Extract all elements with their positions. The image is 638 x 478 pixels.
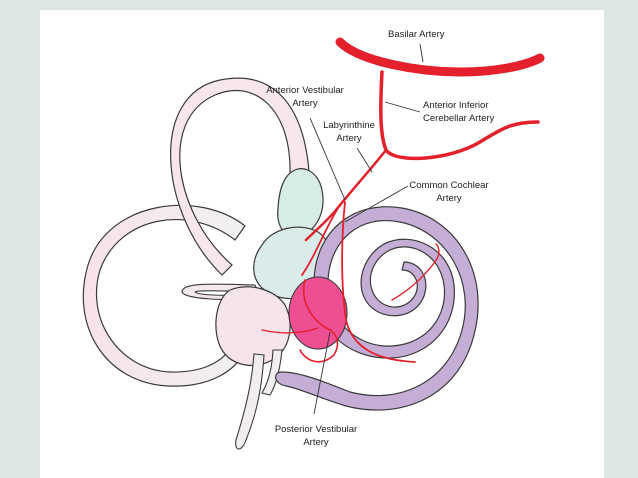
label-anterior-vestibular-line2: Artery — [292, 98, 318, 109]
aica-stem — [379, 70, 540, 161]
endolymphatic-duct-2 — [261, 349, 283, 396]
label-common-cochlear-line2: Artery — [436, 193, 462, 204]
basilar-artery — [335, 37, 545, 77]
label-posterior-vestibular-line2: Artery — [303, 437, 329, 448]
label-aica-line1: Anterior Inferior — [423, 100, 488, 111]
leader-aica — [384, 101, 421, 113]
label-labyrinthine-line2: Artery — [336, 133, 362, 144]
label-basilar-artery: Basilar Artery — [388, 29, 445, 40]
leader-posterior-vestibular — [313, 331, 331, 415]
label-common-cochlear-line1: Common Cochlear — [409, 180, 488, 191]
label-aica-line2: Cerebellar Artery — [423, 113, 495, 124]
saccule — [288, 276, 348, 350]
lateral-canal-branch — [261, 327, 319, 334]
arteries — [261, 37, 545, 363]
endolymphatic-duct — [235, 353, 265, 450]
cochlear-spiral-branch — [391, 243, 440, 301]
posterior-vestibular-branch — [299, 279, 339, 363]
leader-anterior-vestibular — [309, 117, 346, 201]
leader-labyrinthine — [356, 147, 373, 173]
cochlea — [275, 206, 479, 411]
label-labyrinthine-line1: Labyrinthine — [323, 120, 375, 131]
inner-ear-blood-supply-diagram: Basilar Artery Anterior Inferior Cerebel… — [82, 29, 545, 450]
label-anterior-vestibular-line1: Anterior Vestibular — [266, 85, 344, 96]
anterior-vestibular-branch — [301, 204, 341, 276]
leader-common-cochlear — [344, 185, 409, 223]
slide-panel: Basilar Artery Anterior Inferior Cerebel… — [40, 10, 604, 478]
common-cochlear-branch — [341, 201, 416, 363]
leader-basilar — [419, 43, 424, 63]
label-posterior-vestibular-line1: Posterior Vestibular — [275, 424, 357, 435]
leader-lines — [309, 43, 424, 415]
